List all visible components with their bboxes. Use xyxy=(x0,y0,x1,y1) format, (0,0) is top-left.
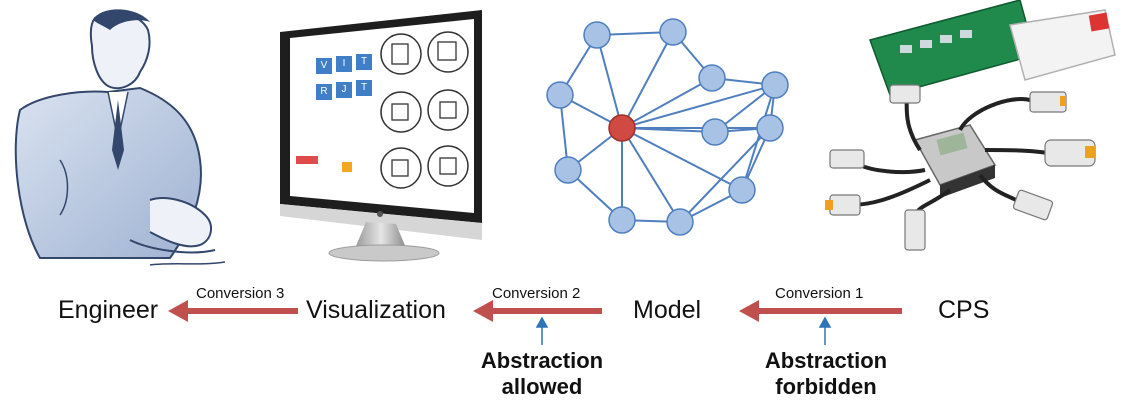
conversion-2-arrowhead xyxy=(473,300,493,322)
abstraction-allowed-note: Abstraction allowed xyxy=(470,348,614,400)
graph-center-node xyxy=(608,114,636,142)
abstraction-allowed-line1: Abstraction xyxy=(480,348,604,373)
conversion-1-arrowhead xyxy=(739,300,759,322)
stage-cps: CPS xyxy=(938,296,990,324)
screen-tile: J xyxy=(336,82,352,98)
network-graph xyxy=(546,18,789,236)
stage-engineer: Engineer xyxy=(58,296,159,324)
graph-edge xyxy=(621,84,776,129)
graph-node xyxy=(728,176,756,204)
screen-tile: T xyxy=(356,80,372,96)
stage-model: Model xyxy=(633,296,702,324)
conversion-3-arrowhead xyxy=(168,300,188,322)
graph-edge xyxy=(621,127,743,191)
stage-visualization: Visualization xyxy=(306,296,446,324)
abstraction-forbidden-line2: forbidden xyxy=(775,374,877,399)
conversion-3-arrow xyxy=(185,308,298,314)
conversion-2-arrow xyxy=(490,308,602,314)
graph-node xyxy=(666,208,694,236)
abstraction-forbidden-note: Abstraction forbidden xyxy=(752,348,900,400)
cps-hardware-illustration xyxy=(825,0,1116,251)
monitor-illustration: V I T R J T xyxy=(276,8,488,266)
screen-tile: R xyxy=(316,84,332,100)
graph-node xyxy=(546,81,574,109)
graph-edge xyxy=(621,127,681,223)
graph-edge xyxy=(596,34,623,129)
abstraction-allowed-line2: allowed xyxy=(501,374,583,399)
graph-node xyxy=(608,206,636,234)
screen-circle-icons xyxy=(380,31,469,189)
graph-node xyxy=(698,64,726,92)
screen-tile: V xyxy=(316,58,332,74)
screen-red-button xyxy=(296,156,318,164)
screen-tile: T xyxy=(356,54,372,70)
graph-node xyxy=(756,114,784,142)
screen-orange-button xyxy=(342,162,352,172)
conversion-2-label: Conversion 2 xyxy=(492,285,581,302)
graph-node xyxy=(659,18,687,46)
abstraction-forbidden-line1: Abstraction xyxy=(764,348,888,373)
screen-tile: I xyxy=(336,56,352,72)
graph-node xyxy=(583,21,611,49)
conversion-1-arrow xyxy=(757,308,902,314)
graph-edge xyxy=(741,84,776,191)
graph-edge xyxy=(621,31,674,129)
graph-edge xyxy=(621,77,713,129)
graph-edge xyxy=(679,127,771,223)
graph-node xyxy=(761,71,789,99)
screen-tile-grid: V I T R J T xyxy=(316,44,376,104)
graph-node xyxy=(701,118,729,146)
conversion-1-label: Conversion 1 xyxy=(775,285,864,302)
graph-node xyxy=(554,156,582,184)
conversion-3-label: Conversion 3 xyxy=(196,285,285,302)
engineer-illustration xyxy=(14,9,226,266)
